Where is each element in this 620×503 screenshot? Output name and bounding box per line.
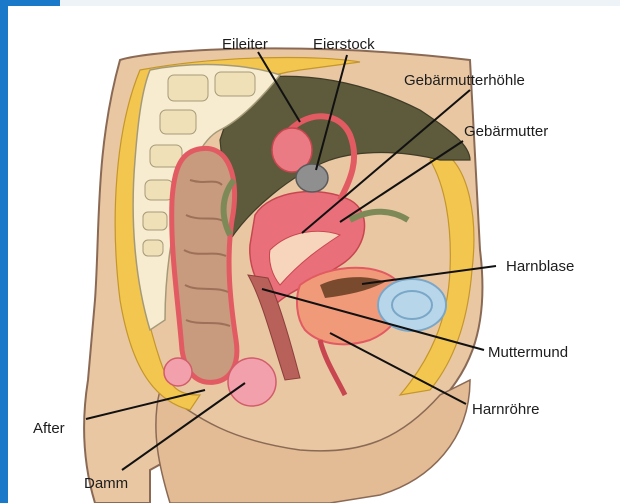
label-eierstock: Eierstock xyxy=(313,36,375,53)
label-gebaermutter: Gebärmutter xyxy=(464,123,548,140)
label-eileiter: Eileiter xyxy=(222,36,268,53)
perineum-tissue xyxy=(228,358,276,406)
label-after: After xyxy=(33,420,65,437)
label-damm: Damm xyxy=(84,475,128,492)
rectum xyxy=(172,148,237,382)
label-muttermund: Muttermund xyxy=(488,344,568,361)
label-harnblase: Harnblase xyxy=(506,258,574,275)
ovary xyxy=(296,164,328,192)
anal-tissue-left xyxy=(164,358,192,386)
label-harnroehre: Harnröhre xyxy=(472,401,540,418)
label-gebaermutterhoehle: Gebärmutterhöhle xyxy=(404,72,525,89)
